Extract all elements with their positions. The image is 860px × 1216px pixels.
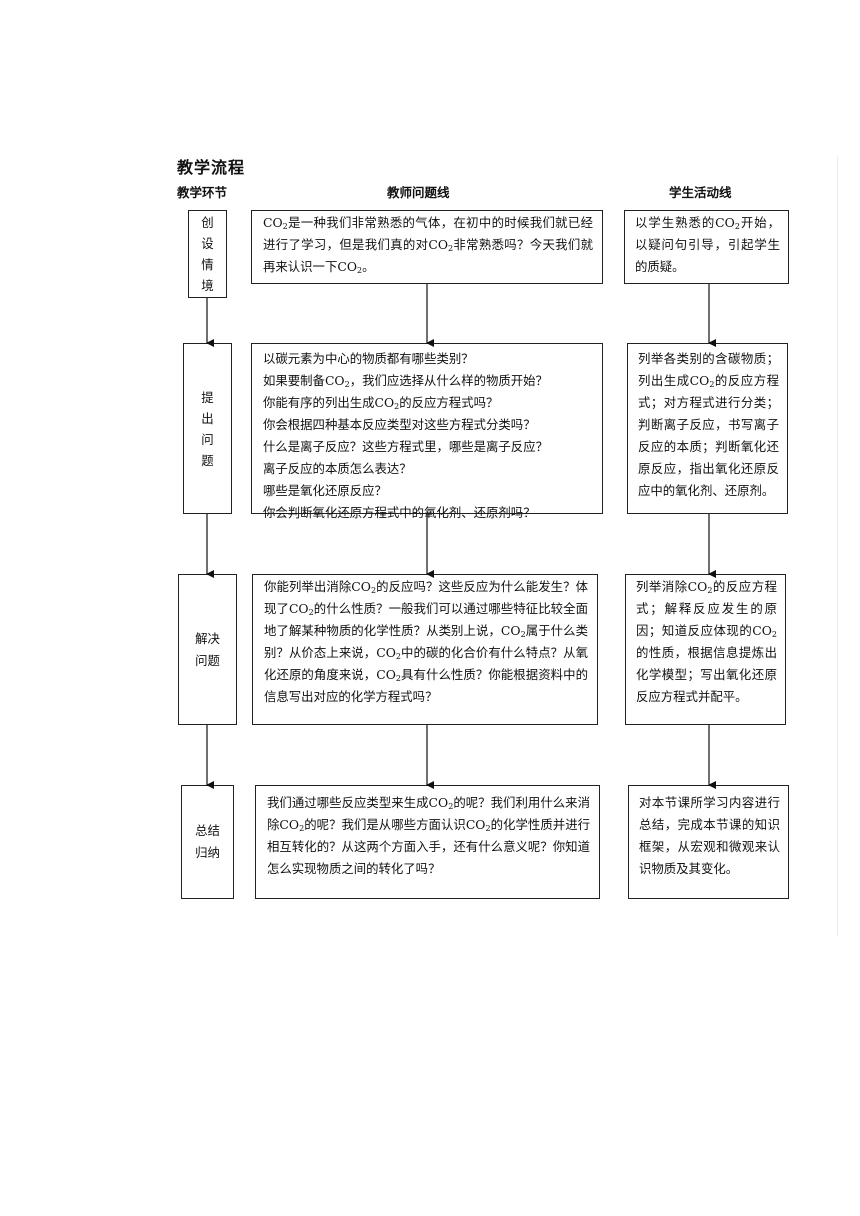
student-box-1: 以学生熟悉的CO2开始，以疑问句引导，引起学生的质疑。 bbox=[624, 210, 789, 284]
student-text-3: 列举消除CO2的反应方程式；解释反应发生的原因；知道反应体现的CO2的性质，根据… bbox=[636, 579, 777, 704]
page-title: 教学流程 bbox=[177, 158, 246, 177]
stage-box-1: 创设情境 bbox=[188, 210, 227, 298]
teacher-box-3: 你能列举出消除CO2的反应吗？这些反应为什么能发生？体现了CO2的什么性质？一般… bbox=[252, 574, 598, 725]
stage-label-3: 解决问题 bbox=[195, 630, 220, 668]
teacher-text-3: 你能列举出消除CO2的反应吗？这些反应为什么能发生？体现了CO2的什么性质？一般… bbox=[264, 579, 589, 704]
student-text-4: 对本节课所学习内容进行总结，完成本节课的知识框架，从宏观和微观来认识物质及其变化… bbox=[639, 795, 780, 876]
student-text-1: 以学生熟悉的CO2开始，以疑问句引导，引起学生的质疑。 bbox=[635, 215, 781, 274]
teacher-box-4: 我们通过哪些反应类型来生成CO2的呢？我们利用什么来消除CO2的呢？我们是从哪些… bbox=[255, 785, 600, 899]
teacher-text-1: CO2是一种我们非常熟悉的气体，在初中的时候我们就已经进行了学习，但是我们真的对… bbox=[263, 215, 594, 275]
student-box-2: 列举各类别的含碳物质；列出生成CO2的反应方程式；对方程式进行分类；判断离子反应… bbox=[627, 343, 788, 514]
teacher-text-2: 以碳元素为中心的物质都有哪些类别？如果要制备CO2，我们应选择从什么样的物质开始… bbox=[263, 351, 548, 520]
student-box-4: 对本节课所学习内容进行总结，完成本节课的知识框架，从宏观和微观来认识物质及其变化… bbox=[628, 785, 789, 899]
stage-box-2: 提出问题 bbox=[183, 343, 232, 514]
stage-label-2: 提出问题 bbox=[201, 389, 214, 468]
teacher-box-2: 以碳元素为中心的物质都有哪些类别？如果要制备CO2，我们应选择从什么样的物质开始… bbox=[251, 343, 603, 520]
header-teacher: 教师问题线 bbox=[387, 185, 450, 200]
stage-label-1: 创设情境 bbox=[201, 215, 214, 293]
student-text-2: 列举各类别的含碳物质；列出生成CO2的反应方程式；对方程式进行分类；判断离子反应… bbox=[638, 351, 779, 498]
stage-box-3: 解决问题 bbox=[178, 574, 237, 725]
header-stage: 教学环节 bbox=[177, 185, 228, 200]
stage-label-4: 总结归纳 bbox=[195, 823, 220, 860]
header-student: 学生活动线 bbox=[669, 185, 732, 200]
teacher-text-4: 我们通过哪些反应类型来生成CO2的呢？我们利用什么来消除CO2的呢？我们是从哪些… bbox=[267, 795, 591, 876]
page-edge bbox=[837, 156, 838, 936]
teacher-box-1: CO2是一种我们非常熟悉的气体，在初中的时候我们就已经进行了学习，但是我们真的对… bbox=[251, 210, 603, 284]
student-box-3: 列举消除CO2的反应方程式；解释反应发生的原因；知道反应体现的CO2的性质，根据… bbox=[625, 574, 786, 725]
